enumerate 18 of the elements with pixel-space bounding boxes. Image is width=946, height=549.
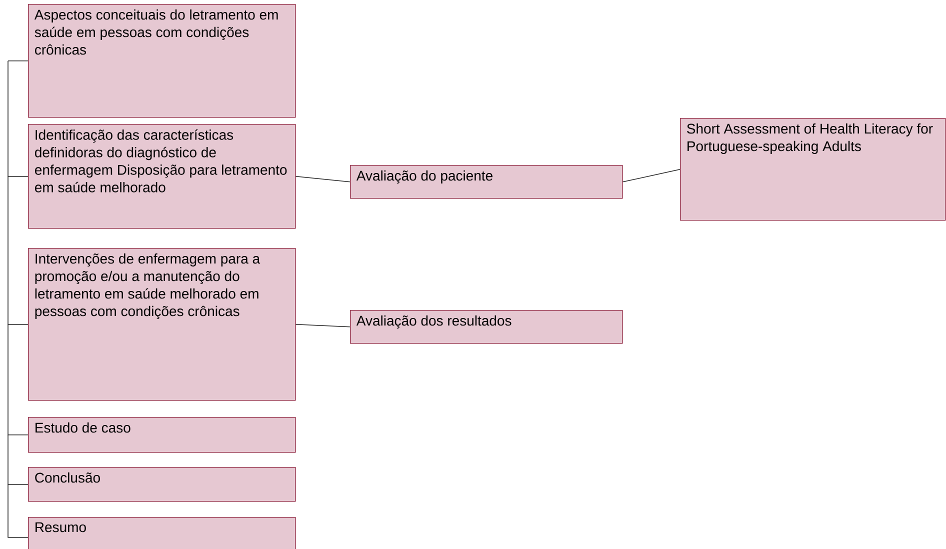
- text-box: Avaliação dos resultados: [350, 310, 623, 344]
- text-box: Avaliação do paciente: [350, 165, 623, 199]
- connector-line: [8, 176, 28, 325]
- text-box: Aspectos conceituais do letramento em saúde em pessoas com condições crônicas: [28, 4, 296, 118]
- text-box: Estudo de caso: [28, 417, 296, 453]
- text-box: Resumo: [28, 517, 296, 549]
- connector-line: [622, 169, 680, 182]
- connector-line: [295, 176, 350, 182]
- connector-line: [295, 324, 350, 328]
- connector-line: [8, 60, 28, 177]
- connector-line: [8, 434, 28, 485]
- text-box: Identificação das características definidoras do diagnóstico de enfermagem Disposição para letramento em saúde melhorado: [28, 124, 296, 229]
- text-box: Conclusão: [28, 467, 296, 502]
- connector-line: [8, 60, 28, 62]
- text-box: Short Assessment of Health Literacy for Portuguese-speaking Adults: [680, 118, 946, 221]
- connector-line: [8, 484, 28, 538]
- text-box: Intervenções de enfermagem para a promoção e/ou a manutenção do letramento em saúde melhorado em pessoas com condições crônicas: [28, 248, 296, 401]
- connector-line: [8, 324, 28, 436]
